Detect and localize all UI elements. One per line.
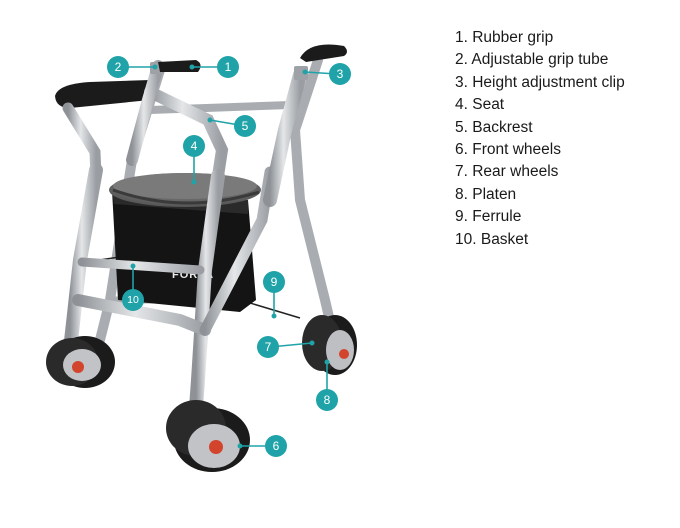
rollator-illustration: FORTA xyxy=(46,44,357,472)
svg-text:7: 7 xyxy=(265,340,272,354)
backrest xyxy=(55,80,229,182)
rear-wheels xyxy=(302,315,357,375)
legend-item-basket: 10. Basket xyxy=(455,230,529,248)
svg-text:6: 6 xyxy=(273,439,280,453)
seat xyxy=(109,173,261,207)
legend-item-height-adjustment-clip: 3. Height adjustment clip xyxy=(455,73,625,91)
front-wheels-left xyxy=(46,336,115,388)
legend-item-seat: 4. Seat xyxy=(455,96,505,114)
grip-tube-right xyxy=(263,44,347,207)
svg-text:9: 9 xyxy=(271,275,278,289)
parts-legend: 1. Rubber grip 2. Adjustable grip tube 3… xyxy=(455,27,625,251)
callout-5: 5 xyxy=(207,115,256,137)
legend-item-backrest: 5. Backrest xyxy=(455,118,533,136)
svg-text:3: 3 xyxy=(337,67,344,81)
callout-2: 2 xyxy=(107,56,158,78)
svg-text:8: 8 xyxy=(324,393,331,407)
callout-7: 7 xyxy=(257,336,315,358)
legend-item-adjustable-grip-tube: 2. Adjustable grip tube xyxy=(455,51,609,69)
callout-4: 4 xyxy=(183,135,205,185)
front-wheels xyxy=(166,400,250,472)
callout-6: 6 xyxy=(237,435,287,457)
callout-10: 10 xyxy=(122,263,144,311)
callout-9: 9 xyxy=(263,271,285,319)
legend-item-ferrule: 9. Ferrule xyxy=(455,208,522,226)
callout-1: 1 xyxy=(189,56,239,78)
svg-text:1: 1 xyxy=(225,60,232,74)
callout-3: 3 xyxy=(302,63,351,85)
legend-item-rubber-grip: 1. Rubber grip xyxy=(455,29,554,46)
legend-item-platen: 8. Platen xyxy=(455,185,517,203)
svg-text:5: 5 xyxy=(242,119,249,133)
svg-text:2: 2 xyxy=(115,60,122,74)
svg-text:10: 10 xyxy=(127,294,139,306)
svg-text:4: 4 xyxy=(191,139,198,153)
grip-tube-left xyxy=(126,60,201,166)
callout-8: 8 xyxy=(316,359,338,411)
legend-item-front-wheels: 6. Front wheels xyxy=(455,141,561,159)
legend-item-rear-wheels: 7. Rear wheels xyxy=(455,163,559,181)
